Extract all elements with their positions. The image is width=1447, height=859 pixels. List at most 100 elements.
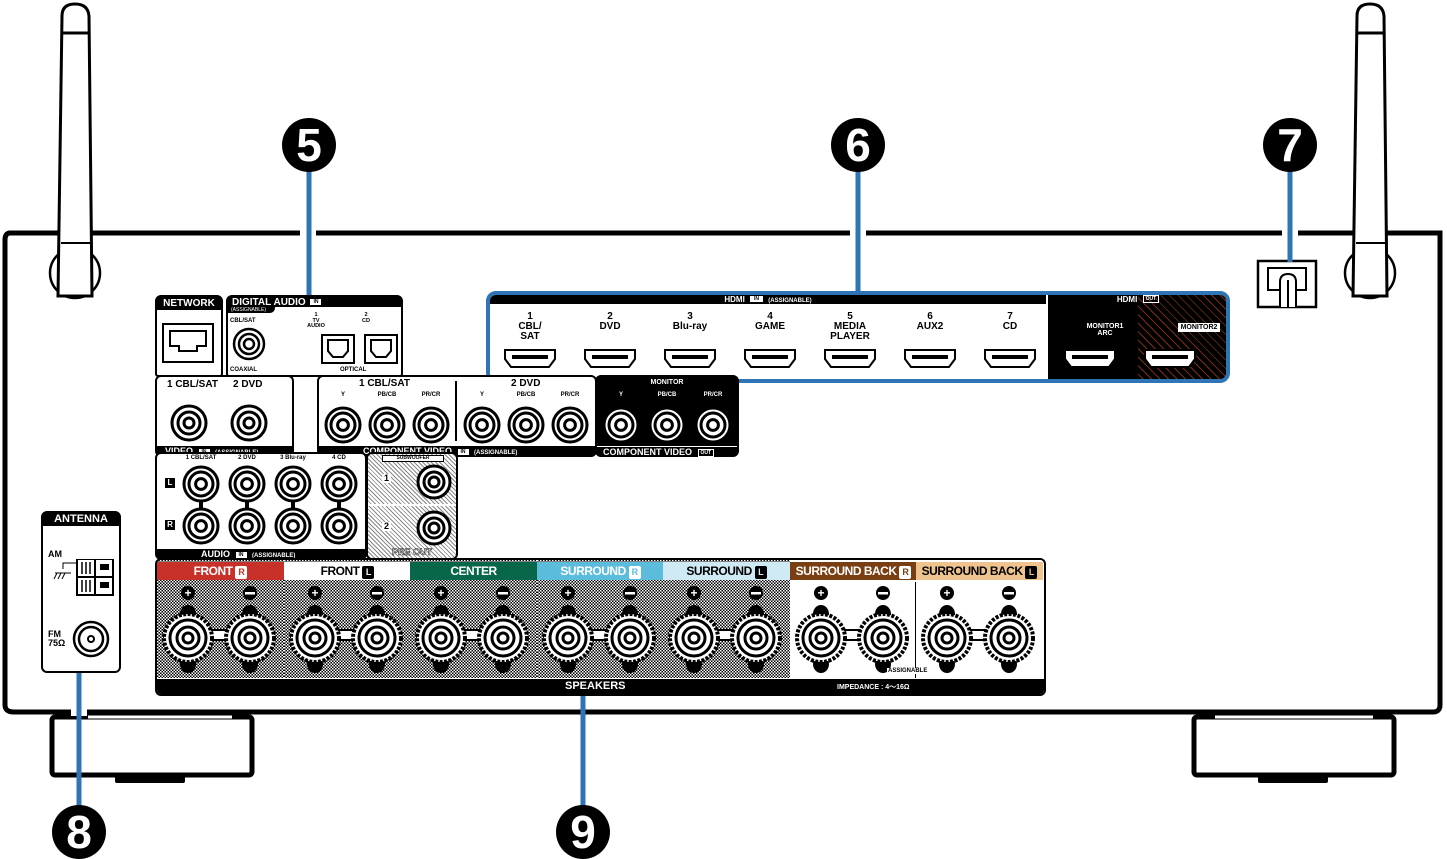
right-foot	[1191, 714, 1397, 783]
rca-jack-icon[interactable]	[319, 464, 359, 504]
audio-in-badge: IN	[235, 551, 247, 558]
speaker-terminal-plus	[289, 605, 341, 673]
speaker-terminal-pair[interactable]: +	[284, 582, 411, 678]
hdmi-port-icon[interactable]	[982, 347, 1038, 371]
optical-port-1-icon[interactable]	[320, 333, 356, 365]
hdmi-port-icon[interactable]	[502, 347, 558, 371]
hdmi-port-icon[interactable]	[902, 347, 958, 371]
hdmi-in-title: HDMI	[724, 295, 745, 304]
audio-in-jack-l[interactable]	[227, 464, 267, 509]
left-foot	[49, 714, 255, 783]
hdmi-in-7-port[interactable]	[982, 347, 1038, 376]
lr-pair-link	[199, 498, 203, 512]
hdmi-in-assignable: (ASSIGNABLE)	[768, 298, 812, 304]
hdmi-port-icon[interactable]	[742, 347, 798, 371]
speaker-terminal-pair[interactable]: +	[916, 582, 1043, 678]
speaker-terminal-pair[interactable]: +	[157, 582, 284, 678]
component-in-jack[interactable]	[323, 405, 363, 450]
component-in-jack[interactable]	[411, 405, 451, 450]
component-out-jack[interactable]	[647, 405, 687, 450]
hdmi-in-3-port[interactable]	[662, 347, 718, 376]
rca-jack-icon[interactable]	[323, 405, 363, 445]
rca-jack-icon[interactable]	[550, 405, 590, 445]
hdmi-port-icon[interactable]	[662, 347, 718, 371]
speaker-terminal-plus	[415, 605, 467, 673]
speaker-terminal-pair[interactable]: +	[663, 582, 790, 678]
audio-in-jack-r[interactable]	[227, 506, 267, 551]
rca-jack-icon[interactable]	[227, 506, 267, 546]
speaker-channel-label: SURROUND BACK L	[916, 562, 1043, 580]
audio-in-jack-r[interactable]	[181, 506, 221, 551]
monitor-group-label: MONITOR	[650, 379, 684, 386]
fm-connector[interactable]	[71, 619, 111, 659]
plus-icon: +	[564, 586, 571, 600]
minus-icon	[1004, 592, 1014, 595]
speakers-title: SPEAKERS	[565, 680, 626, 692]
minus-icon	[751, 592, 761, 595]
video-in-jacks[interactable]	[169, 403, 279, 443]
speaker-terminal-pair[interactable]: +	[537, 582, 664, 678]
surround-back-divider	[915, 582, 916, 678]
callout-7: 7	[1263, 118, 1317, 172]
assignable-label: ASSIGNABLE	[887, 668, 929, 674]
optical-port-2-icon[interactable]	[363, 333, 399, 365]
rca-jack-icon[interactable]	[319, 506, 359, 546]
audio-input-label: 4 CD	[332, 455, 346, 461]
hdmi-in-6-port[interactable]	[902, 347, 958, 376]
audio-in-jack-l[interactable]	[181, 464, 221, 509]
component-in-jack[interactable]	[462, 405, 502, 450]
component-out-jack[interactable]	[601, 405, 641, 450]
speaker-terminal-minus	[604, 605, 656, 673]
digital-audio-title: DIGITAL AUDIO	[232, 297, 306, 309]
hdmi-in-4-port[interactable]	[742, 347, 798, 376]
rca-jack-icon[interactable]	[227, 464, 267, 504]
rca-jack-icon[interactable]	[181, 506, 221, 546]
ethernet-port-icon[interactable]	[157, 310, 221, 370]
component-out-jack[interactable]	[693, 405, 733, 450]
hdmi-port-icon[interactable]	[822, 347, 878, 371]
speaker-channel-surround-r: SURROUND R +	[537, 560, 664, 678]
hdmi-in-1-port[interactable]	[502, 347, 558, 376]
component-in-jack[interactable]	[367, 405, 407, 450]
audio-in-jack-r[interactable]	[273, 506, 313, 551]
antenna-title: ANTENNA	[43, 513, 119, 526]
rca-jack-icon[interactable]	[647, 405, 687, 445]
component-in-jack[interactable]	[550, 405, 590, 450]
rca-jack-icon[interactable]	[506, 405, 546, 445]
rca-jack-icon[interactable]	[273, 506, 313, 546]
rca-jack-icon[interactable]	[462, 405, 502, 445]
hdmi-port-icon[interactable]	[582, 347, 638, 371]
am-terminal[interactable]	[47, 559, 117, 601]
speakers-footer: SPEAKERS IMPEDANCE : 4～16Ω	[157, 679, 1044, 694]
component-in-jack[interactable]	[506, 405, 546, 450]
hdmi-out-title: HDMI	[1116, 295, 1138, 304]
hdmi-out-monitor1-port[interactable]	[1062, 347, 1118, 371]
hdmi-in-5-port[interactable]	[822, 347, 878, 376]
speaker-terminal-pair[interactable]: +	[410, 582, 537, 678]
speaker-channel-label: FRONT R	[157, 562, 284, 580]
audio-in-jack-l[interactable]	[273, 464, 313, 509]
video-input-1-label: 1 CBL/SAT	[167, 379, 218, 390]
subwoofer-1-jack[interactable]	[416, 464, 452, 500]
subwoofer-2-jack[interactable]	[416, 510, 452, 546]
rca-jack-icon[interactable]	[181, 464, 221, 504]
audio-in-jack-l[interactable]	[319, 464, 359, 509]
component-out-title: COMPONENT VIDEO	[603, 447, 693, 457]
coaxial-jack-icon[interactable]	[232, 327, 268, 363]
audio-in-jack-r[interactable]	[319, 506, 359, 551]
speaker-terminal-minus	[477, 605, 529, 673]
rca-jack-icon[interactable]	[273, 464, 313, 504]
rca-jack-icon[interactable]	[693, 405, 733, 445]
hdmi-in-2-port[interactable]	[582, 347, 638, 376]
rca-jack-icon[interactable]	[367, 405, 407, 445]
hdmi-out-monitor2-port[interactable]	[1142, 347, 1198, 371]
plus-icon: +	[690, 586, 697, 600]
speaker-terminal-pair[interactable]: +	[790, 582, 917, 678]
rca-jack-icon[interactable]	[601, 405, 641, 445]
rca-jack-icon[interactable]	[411, 405, 451, 445]
